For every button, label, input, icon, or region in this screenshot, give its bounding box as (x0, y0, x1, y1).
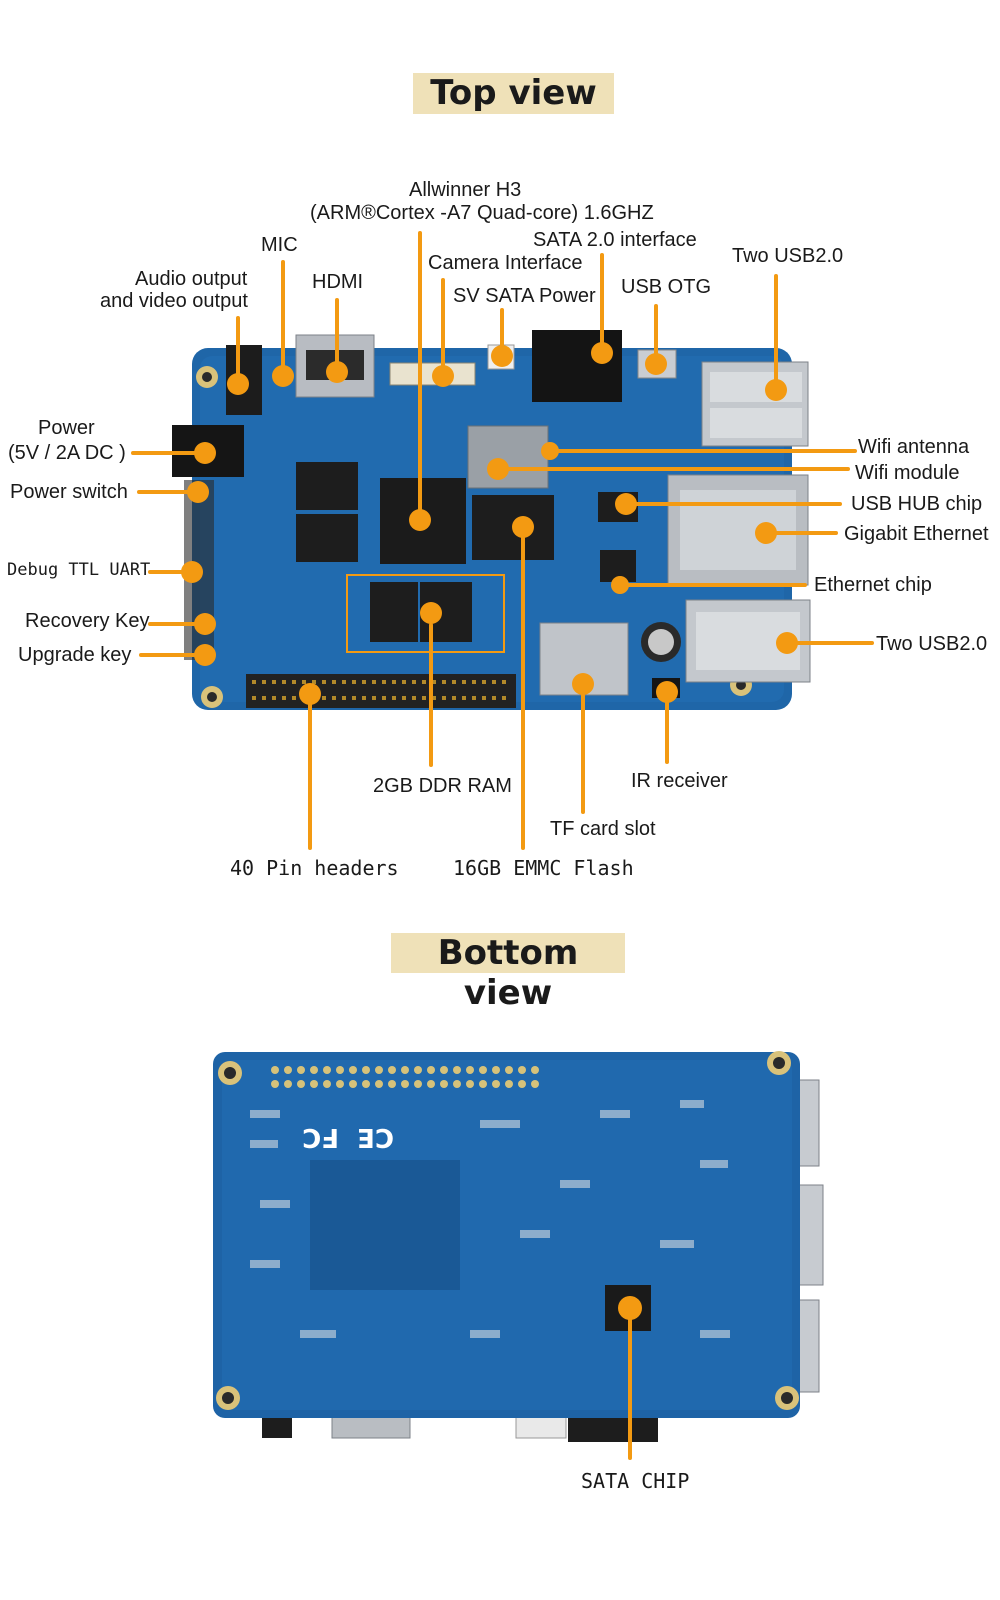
label-mic: MIC (261, 234, 298, 256)
fcc-mark-icon: FC (302, 1122, 339, 1152)
ce-mark-icon: CE (357, 1122, 394, 1152)
bottom-view-title: Bottom view (391, 933, 625, 1013)
label-camera: Camera Interface (428, 252, 583, 274)
bottom-pin-row (271, 1066, 539, 1088)
label-audio-line2: and video output (100, 290, 248, 312)
sata-connector (532, 330, 622, 402)
label-power-switch: Power switch (10, 481, 128, 503)
label-allwinner-line1: Allwinner H3 (409, 179, 522, 201)
label-pin-headers: 40 Pin headers (230, 856, 399, 880)
label-allwinner-line2: (ARM®Cortex -A7 Quad-core) 1.6GHZ (310, 202, 654, 224)
label-debug-uart: Debug TTL UART (7, 560, 151, 580)
label-hdmi: HDMI (312, 271, 364, 293)
ddr-highlight-box (346, 574, 505, 653)
label-sata-chip: SATA CHIP (581, 1469, 690, 1493)
wifi-module-chip (467, 425, 549, 489)
ground-plane (310, 1160, 460, 1290)
label-ddr-ram: 2GB DDR RAM (373, 775, 512, 797)
top-board-photo (131, 231, 874, 850)
label-sata-interface: SATA 2.0 interface (533, 229, 697, 251)
pin-header (246, 674, 516, 708)
label-power-line1: Power (38, 417, 95, 439)
label-sv-sata-power: SV SATA Power (453, 285, 596, 307)
label-wifi-antenna: Wifi antenna (858, 436, 970, 458)
label-ir-receiver: IR receiver (631, 770, 728, 792)
label-wifi-module: Wifi module (855, 462, 960, 484)
label-ethernet-chip: Ethernet chip (814, 574, 932, 596)
top-view-title: Top view (413, 73, 614, 114)
ddr-chip (296, 514, 358, 562)
label-usb-otg: USB OTG (621, 276, 712, 298)
label-two-usb-bottom: Two USB2.0 (876, 633, 988, 655)
label-audio-line1: Audio output (135, 268, 248, 290)
bottom-board-photo: FC CE (213, 1051, 824, 1460)
bottom-pcb (213, 1052, 800, 1418)
ddr-chip (370, 582, 418, 642)
ddr-chip (296, 462, 358, 510)
label-usb-hub: USB HUB chip (851, 493, 983, 515)
label-tf-card: TF card slot (550, 818, 656, 840)
label-two-usb-top: Two USB2.0 (732, 245, 844, 267)
label-gigabit: Gigabit Ethernet (844, 523, 989, 545)
label-power-line2: (5V / 2A DC ) (8, 442, 126, 464)
label-emmc: 16GB EMMC Flash (453, 856, 634, 880)
label-upgrade-key: Upgrade key (18, 644, 132, 666)
label-recovery-key: Recovery Key (25, 610, 150, 632)
